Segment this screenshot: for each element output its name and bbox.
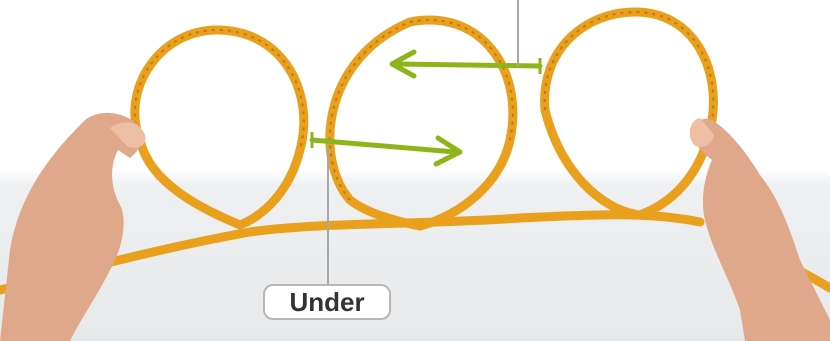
rope-loop-middle: [330, 20, 513, 226]
rope-loop-right: [545, 12, 714, 215]
hand-right: [690, 118, 830, 341]
hand-left: [0, 113, 146, 341]
rope-loop-left: [135, 30, 304, 225]
under-label: Under: [263, 284, 391, 320]
